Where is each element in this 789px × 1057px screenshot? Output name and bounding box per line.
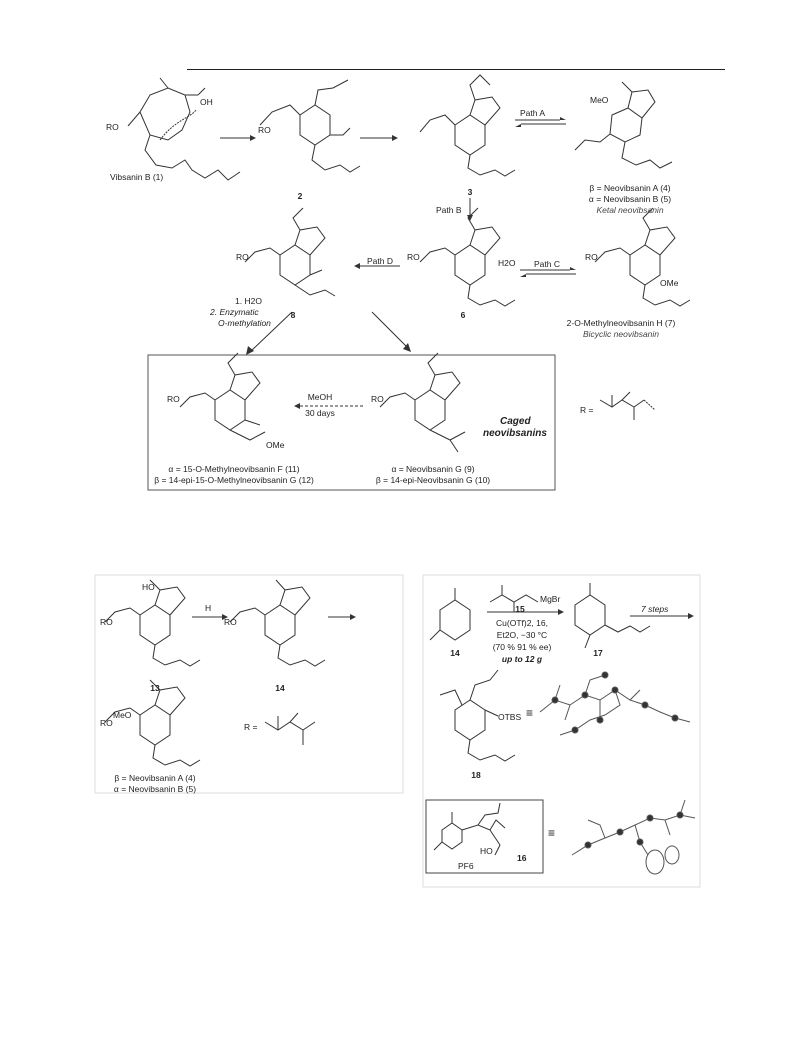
- label-ome-11: OMe: [266, 440, 285, 450]
- compound-9-structure: [379, 352, 466, 453]
- label-neovibsanin-a: β = Neovibsanin A (4): [589, 183, 671, 193]
- label-path-c: Path C: [534, 259, 560, 269]
- label-r-equals-2: R =: [244, 722, 258, 732]
- compound-8-structure: [244, 207, 336, 297]
- label-path-a: Path A: [520, 108, 546, 118]
- label-compound-16: 16: [517, 853, 527, 863]
- label-compound-2: 2: [297, 191, 303, 201]
- label-mgbr: MgBr: [540, 594, 561, 604]
- label-neovibsanin-b-2: α = Neovibsanin B (5): [113, 784, 197, 794]
- scheme3-frame: [422, 574, 701, 888]
- compound-3-structure: [419, 74, 516, 177]
- arrow-8-to-9: [371, 311, 409, 349]
- label-ro-8: RO: [236, 252, 249, 262]
- label-ro-1: RO: [106, 122, 119, 132]
- ketal-neovibsanin-structure: [574, 81, 673, 169]
- label-meo: MeO: [590, 95, 609, 105]
- compound-14-left-structure: [229, 579, 326, 667]
- r-group-1-structure: [599, 391, 656, 420]
- label-ro-4: RO: [100, 718, 113, 728]
- label-neovibsanin-g9: α = Neovibsanin G (9): [391, 464, 475, 474]
- label-neovibsanin-g12: β = 14-epi-15-O-Methylneovibsanin G (12): [154, 475, 314, 485]
- scheme2-frame: [94, 574, 404, 794]
- label-h2o: H2O: [498, 258, 516, 268]
- label-compound-13: 13: [150, 683, 160, 693]
- compound-17-structure: [574, 583, 651, 649]
- label-conditions-3: (70 % 91 % ee): [492, 642, 552, 652]
- label-oh-1: OH: [200, 97, 213, 107]
- label-compound-14-left: 14: [275, 683, 285, 693]
- label-path-d: Path D: [367, 256, 393, 266]
- equiv-symbol-1: ≡: [526, 706, 534, 720]
- label-neovibsanin-f11: α = 15-O-Methylneovibsanin F (11): [168, 464, 300, 474]
- compound-2-structure: [259, 79, 361, 173]
- label-ome-7: OMe: [660, 278, 679, 288]
- label-7-steps: 7 steps: [641, 604, 669, 614]
- compound-6-structure: [419, 207, 516, 307]
- label-path-b: Path B: [436, 205, 462, 215]
- label-conditions-4: up to 12 g: [501, 654, 543, 664]
- xray-structure-18: [539, 671, 691, 736]
- label-compound-18: 18: [471, 770, 481, 780]
- label-neovibsanin-g10: β = 14-epi-Neovibsanin G (10): [375, 475, 491, 485]
- label-compound-14-right: 14: [450, 648, 460, 658]
- label-compound-17: 17: [593, 648, 603, 658]
- arrow-8-to-11: [249, 311, 293, 353]
- neovibsanin-ab-structure: [104, 679, 201, 767]
- label-step-water: 1. H2O: [235, 296, 262, 306]
- label-ro-6: RO: [407, 252, 420, 262]
- ligand-16-box: [425, 799, 544, 874]
- ligand-16-structure: [433, 802, 506, 856]
- label-ho-13: HO: [142, 582, 155, 592]
- label-conditions-1: Cu(OTf)2, 16,: [496, 618, 548, 628]
- r-group-2-structure: [264, 712, 316, 745]
- equiv-symbol-2: ≡: [548, 826, 556, 840]
- caged-box: [147, 354, 556, 491]
- label-compound-8: 8: [290, 310, 296, 320]
- label-pf6: PF6: [458, 861, 474, 871]
- label-meo-4: MeO: [113, 710, 132, 720]
- label-step-enzymatic: 2. Enzymatic: [210, 307, 259, 317]
- label-compound-3: 3: [467, 187, 473, 197]
- compound-13-structure: [104, 579, 201, 667]
- label-ro-2: RO: [258, 125, 271, 135]
- label-ro-9: RO: [371, 394, 384, 404]
- label-30-days: 30 days: [305, 408, 335, 418]
- label-meoh: MeOH: [307, 392, 333, 402]
- compound-14-right-structure: [429, 588, 471, 641]
- xray-structure-16: [571, 799, 696, 875]
- label-caged-2: neovibsanins: [483, 428, 547, 439]
- label-neovibsanin-b: α = Neovibsanin B (5): [588, 194, 672, 204]
- label-r-equals-1: R =: [580, 405, 594, 415]
- label-caged-1: Caged: [500, 416, 531, 427]
- label-otbs: OTBS: [498, 712, 522, 722]
- compound-18-structure: [439, 669, 516, 762]
- label-conditions-2: Et2O, −30 °C: [496, 630, 548, 640]
- label-reagent-15: 15: [515, 604, 525, 614]
- compound-11-structure: [179, 352, 266, 441]
- label-h-plus: H: [205, 603, 212, 613]
- label-bicyclic: Bicyclic neovibsanin: [582, 329, 660, 339]
- label-ro-7: RO: [585, 252, 598, 262]
- grignard-15-structure: [489, 585, 539, 612]
- vibsanin-b-structure: [127, 77, 241, 181]
- label-compound-6: 6: [460, 310, 466, 320]
- label-neovibsanin-a-2: β = Neovibsanin A (4): [114, 773, 196, 783]
- label-step-methylation: O-methylation: [218, 318, 271, 328]
- header-rule: [187, 69, 725, 70]
- label-ketal-neovibsanin: Ketal neovibsanin: [596, 205, 664, 215]
- label-ho-16: HO: [480, 846, 493, 856]
- label-ro-11: RO: [167, 394, 180, 404]
- label-ro-14: RO: [224, 617, 237, 627]
- label-ro-13: RO: [100, 617, 113, 627]
- bicyclic-neovibsanin-structure: [594, 207, 691, 307]
- label-neovibsanin-h: 2-O-Methylneovibsanin H (7): [566, 318, 676, 328]
- label-vibsanin-b: Vibsanin B (1): [110, 172, 164, 182]
